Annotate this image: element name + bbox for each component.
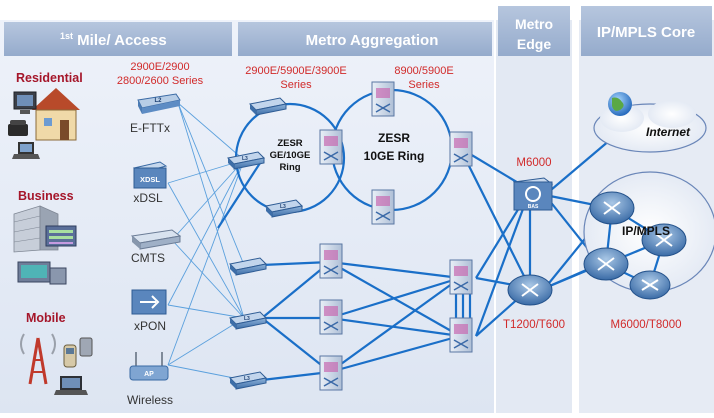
mobile-label: Mobile	[26, 311, 66, 325]
ring1-label-line1: ZESR	[277, 138, 302, 149]
svg-text:L3: L3	[244, 376, 250, 382]
telephone-icon	[8, 120, 28, 136]
business-label: Business	[18, 189, 74, 203]
internet-label: Internet	[646, 125, 691, 139]
aggregation-header	[238, 22, 492, 56]
mobile-laptop-icon	[54, 376, 88, 395]
globe-icon	[608, 92, 632, 116]
svg-text:L3: L3	[280, 204, 286, 210]
desktop-computer-icon	[13, 91, 37, 114]
agg-chassis-mesh-3-icon	[319, 355, 343, 391]
edge-panel	[496, 20, 572, 413]
agg-series-left-line2: Series	[280, 79, 312, 91]
core-title: IP/MPLS Core	[597, 24, 695, 41]
svg-text:AP: AP	[144, 371, 154, 378]
edge-header	[498, 6, 570, 56]
xpon-label: xPON	[134, 319, 166, 333]
agg-series-left-line1: 2900E/5900E/3900E	[245, 65, 347, 77]
edge-router-icon	[507, 274, 553, 306]
core-router-1-icon	[589, 191, 635, 225]
svg-text:XDSL: XDSL	[140, 175, 160, 184]
agg-chassis-mesh-4-icon	[449, 259, 473, 295]
agg-chassis-ring-mid-icon	[319, 129, 343, 165]
ftth-switch-icon: L2	[137, 93, 181, 114]
bras-device-icon: BAS	[512, 177, 554, 211]
core-router-2-icon	[641, 223, 687, 257]
access-title: 1st Mile/ Access	[60, 31, 167, 49]
svg-text:L3: L3	[244, 316, 250, 322]
svg-text:BAS: BAS	[528, 204, 539, 210]
svg-text:L2: L2	[154, 98, 162, 104]
agg-switch-mesh-1-icon	[228, 257, 268, 276]
agg-chassis-right-icon	[449, 131, 473, 167]
ring2-label-line1: ZESR	[378, 131, 410, 145]
bras-label: M6000	[516, 157, 551, 169]
cmts-label: CMTS	[131, 251, 165, 265]
edge-router-label: T1200/T600	[503, 319, 565, 331]
agg-series-right-line2: Series	[408, 79, 440, 91]
core-router-3-icon	[583, 247, 629, 281]
agg-switch-mesh-3-icon: L3	[228, 371, 268, 390]
access-series-line1: 2900E/2900	[130, 61, 189, 73]
ring1-label-line2: GE/10GE	[270, 150, 311, 161]
xdsl-device-icon: XDSL	[132, 161, 168, 189]
xpon-device-icon	[131, 289, 167, 315]
laptop-icon	[12, 142, 40, 159]
agg-switch-top-icon	[248, 97, 288, 116]
wireless-ap-icon: AP	[129, 352, 169, 381]
agg-chassis-mesh-1-icon	[319, 243, 343, 279]
pda-icon	[79, 337, 93, 357]
agg-switch-mesh-2-icon: L3	[228, 311, 268, 330]
agg-chassis-mesh-5-icon	[449, 317, 473, 353]
agg-chassis-mesh-2-icon	[319, 299, 343, 335]
access-header	[4, 22, 232, 56]
access-series-line2: 2800/2600 Series	[117, 75, 204, 87]
residential-house-icon	[32, 88, 80, 141]
edge-title-line1: Metro	[515, 16, 553, 32]
workstation-icon	[17, 261, 67, 285]
residential-label: Residential	[16, 71, 83, 85]
aggregation-title: Metro Aggregation	[306, 32, 439, 49]
agg-chassis-top-icon	[371, 81, 395, 117]
core-routers-label: M6000/T8000	[611, 319, 682, 331]
agg-switch-ring-left-icon: L3	[226, 151, 266, 170]
mobile-phone-icon	[63, 344, 77, 368]
ring1-label-line3: Ring	[279, 162, 300, 173]
ring2-label-line2: 10GE Ring	[364, 149, 425, 163]
xdsl-label: xDSL	[133, 191, 163, 205]
wireless-label: Wireless	[127, 393, 173, 407]
server-rack-icon	[45, 225, 77, 247]
cell-tower-icon	[20, 333, 56, 385]
svg-text:L3: L3	[242, 156, 248, 162]
cmts-device-icon	[130, 229, 182, 250]
ftth-label: E-FTTx	[130, 121, 170, 135]
agg-series-right-line1: 8900/5900E	[394, 65, 453, 77]
core-router-4-icon	[629, 270, 671, 300]
core-header	[581, 6, 712, 56]
agg-switch-bottom-icon: L3	[264, 199, 304, 218]
agg-chassis-bottom-icon	[371, 189, 395, 225]
edge-title-line2: Edge	[517, 36, 551, 52]
ipmpls-label: IP/MPLS	[622, 224, 670, 238]
